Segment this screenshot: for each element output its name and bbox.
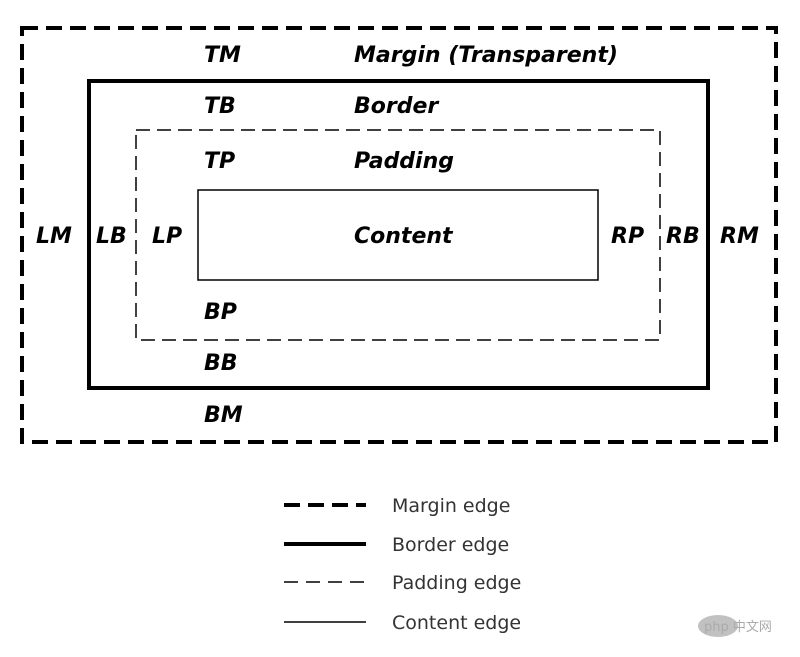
label-lb: LB (96, 224, 127, 249)
php-logo-icon (698, 615, 738, 637)
watermark-text: php 中文网 (704, 620, 772, 635)
padding-edge-box (135, 129, 661, 341)
watermark: php 中文网 (698, 615, 772, 637)
label-tm: TM (204, 43, 241, 68)
label-rp: RP (611, 224, 644, 249)
label-padding-title: Padding (354, 149, 454, 174)
legend-border-edge-label: Border edge (392, 534, 509, 556)
content-edge-box (197, 189, 599, 281)
label-border-title: Border (354, 94, 439, 119)
legend-content-edge-label: Content edge (392, 612, 521, 634)
label-bb: BB (204, 351, 238, 376)
legend-padding-edge-label: Padding edge (392, 572, 521, 594)
label-margin-title: Margin (Transparent) (354, 43, 618, 68)
legend: Margin edge Border edge Padding edge Con… (284, 495, 521, 634)
border-edge-box (87, 79, 710, 390)
legend-margin-edge-label: Margin edge (392, 495, 510, 517)
label-tp: TP (204, 149, 235, 174)
label-content: Content (354, 224, 454, 249)
label-rb: RB (666, 224, 700, 249)
label-lp: LP (152, 224, 182, 249)
label-tb: TB (204, 94, 236, 119)
label-bm: BM (204, 403, 243, 428)
label-bp: BP (204, 300, 237, 325)
label-lm: LM (36, 224, 72, 249)
margin-edge-box (20, 26, 778, 444)
label-rm: RM (720, 224, 759, 249)
